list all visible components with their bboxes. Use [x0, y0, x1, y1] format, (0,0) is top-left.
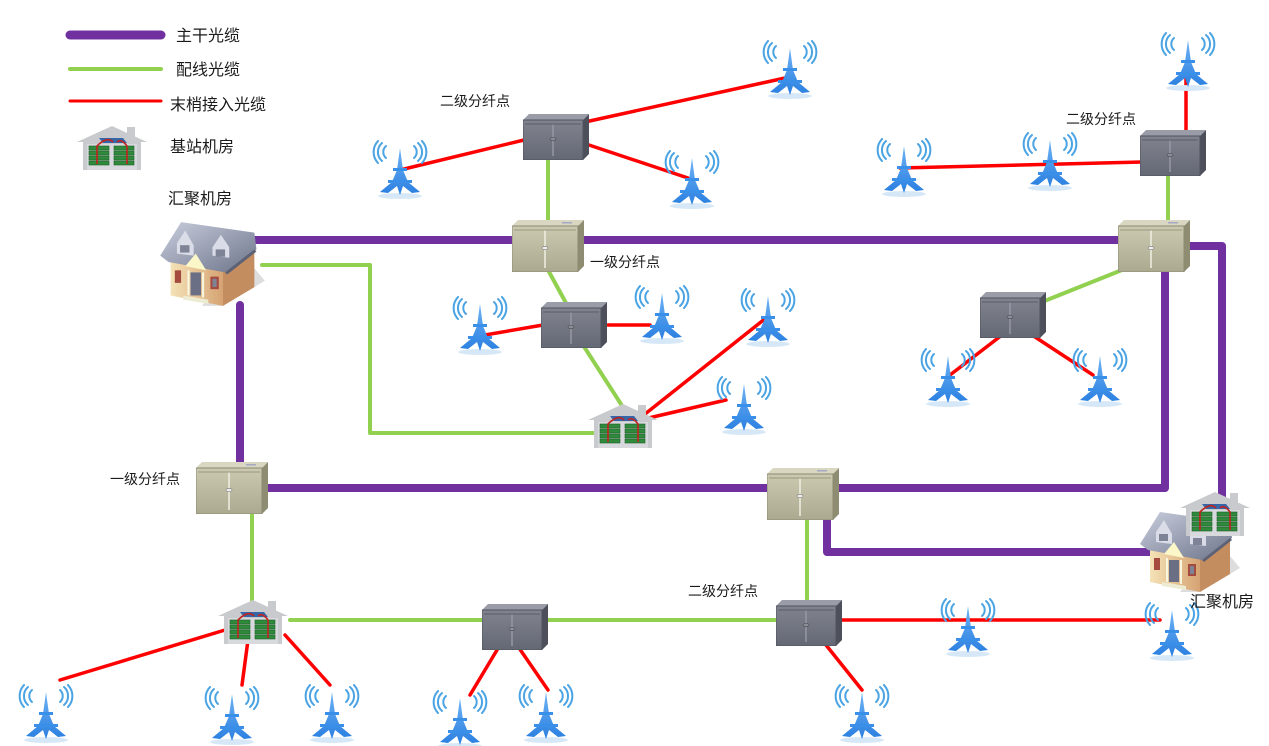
legend-distribution-label: 配线光缆 — [176, 60, 240, 79]
acc-s1-tw2 — [583, 76, 787, 124]
cell-tower-icon — [204, 686, 260, 746]
dist-p1-s3 — [546, 268, 568, 305]
secondary-split-cabinet-icon — [980, 292, 1046, 338]
hub-label-2: 汇聚机房 — [1190, 592, 1254, 611]
acc-s4-tw10 — [948, 333, 1004, 377]
primary-split-label-1: 一级分纤点 — [590, 255, 660, 271]
hub-room-icon — [160, 222, 265, 306]
cell-tower-icon — [634, 285, 690, 345]
cell-tower-icon — [762, 40, 818, 100]
cell-tower-icon — [740, 288, 796, 348]
cell-tower-icon — [304, 684, 360, 744]
acc-s3-tw6 — [483, 323, 545, 337]
cell-tower-icon — [1160, 32, 1216, 92]
base-station-room-icon — [1180, 491, 1250, 537]
cell-tower-icon — [18, 684, 74, 744]
acc-r2-tw13 — [240, 638, 250, 687]
acc-s4-tw11 — [1030, 333, 1095, 377]
secondary-split-cabinet-icon — [482, 604, 548, 650]
acc-r2-tw14 — [283, 633, 332, 687]
cell-tower-icon — [1022, 132, 1078, 192]
primary-split-cabinet-icon — [512, 220, 584, 272]
acc-s1-tw1 — [398, 138, 526, 172]
acc-r1-tw8 — [638, 316, 768, 420]
primary-split-cabinet-icon — [767, 468, 839, 520]
secondary-split-cabinet-icon — [776, 600, 842, 646]
legend-station-room-label: 基站机房 — [170, 137, 234, 156]
acc-s5-tw16 — [515, 643, 550, 692]
primary-split-cabinet-icon — [196, 462, 268, 514]
acc-s2-tw4 — [898, 160, 1144, 170]
legend-access-label: 末梢接入光缆 — [170, 95, 266, 114]
secondary-split-label-2: 二级分纤点 — [1066, 112, 1136, 128]
hub-label-1: 汇聚机房 — [168, 189, 232, 208]
cell-tower-icon — [716, 376, 772, 436]
primary-split-label-2: 一级分纤点 — [110, 472, 180, 488]
legend-trunk-label: 主干光缆 — [176, 26, 240, 45]
cell-tower-icon — [432, 690, 488, 746]
cell-tower-icon — [372, 140, 428, 200]
acc-s6-tw17 — [820, 638, 864, 692]
secondary-split-cabinet-icon — [541, 302, 607, 348]
acc-s1-tw3 — [578, 140, 690, 180]
dist-hub1-r1 — [260, 263, 600, 435]
nodes-layer — [160, 114, 1250, 650]
trunk-p2-hub2 — [1181, 242, 1226, 509]
primary-split-cabinet-icon — [1118, 220, 1190, 272]
cell-tower-icon — [834, 684, 890, 744]
cell-tower-icon — [920, 348, 976, 408]
cell-tower-icon — [1072, 348, 1128, 408]
cell-tower-icon — [518, 684, 574, 744]
cell-tower-icon — [1144, 602, 1200, 662]
secondary-split-label-3: 二级分纤点 — [688, 584, 758, 600]
acc-s5-tw15 — [468, 643, 502, 697]
legend-station-room-icon — [77, 125, 147, 171]
secondary-split-label-1: 二级分纤点 — [440, 94, 510, 110]
cell-tower-icon — [664, 150, 720, 210]
secondary-split-cabinet-icon — [1140, 130, 1206, 176]
cell-tower-icon — [452, 296, 508, 356]
secondary-split-cabinet-icon — [523, 114, 589, 160]
trunk-p4-hub2 — [823, 511, 1154, 556]
cell-tower-icon — [940, 598, 996, 658]
base-station-room-icon — [218, 599, 288, 645]
dist-s3-r1 — [581, 343, 630, 417]
labels-layer: 汇聚机房 汇聚机房 一级分纤点 一级分纤点 二级分纤点 二级分纤点 二级分纤点 — [110, 94, 1254, 611]
dist-p2-s4 — [1040, 268, 1124, 304]
acc-r2-tw12 — [58, 628, 227, 682]
legend: 主干光缆 配线光缆 末梢接入光缆 基站机房 — [65, 26, 266, 171]
trunk-p2-p4-loop — [826, 266, 1169, 492]
acc-r1-tw9 — [638, 398, 728, 422]
